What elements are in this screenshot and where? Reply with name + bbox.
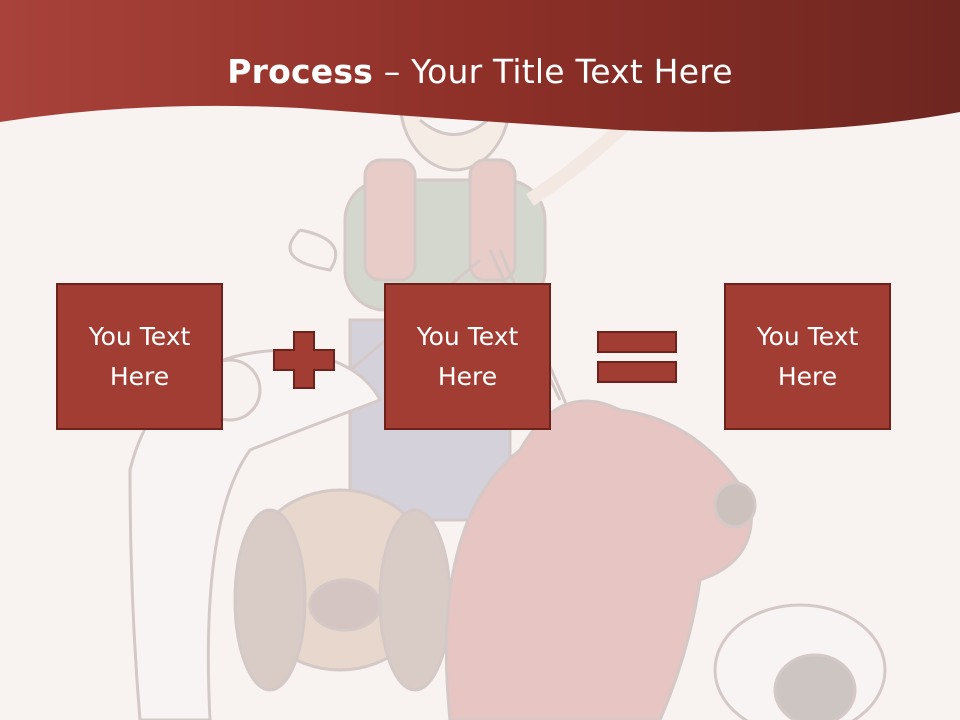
equals-icon bbox=[597, 331, 677, 383]
process-box-3[interactable]: You Text Here bbox=[724, 283, 891, 430]
slide-title-rest: – Your Title Text Here bbox=[373, 52, 733, 91]
plus-icon bbox=[273, 331, 335, 389]
process-box-2-label: You Text Here bbox=[416, 321, 519, 391]
title-banner bbox=[0, 0, 960, 132]
process-box-2[interactable]: You Text Here bbox=[384, 283, 551, 430]
process-box-1-label: You Text Here bbox=[88, 321, 191, 391]
process-box-1[interactable]: You Text Here bbox=[56, 283, 223, 430]
slide-title-bold: Process bbox=[227, 52, 374, 91]
process-box-3-label: You Text Here bbox=[756, 321, 859, 391]
slide-title: Process – Your Title Text Here bbox=[0, 52, 960, 91]
